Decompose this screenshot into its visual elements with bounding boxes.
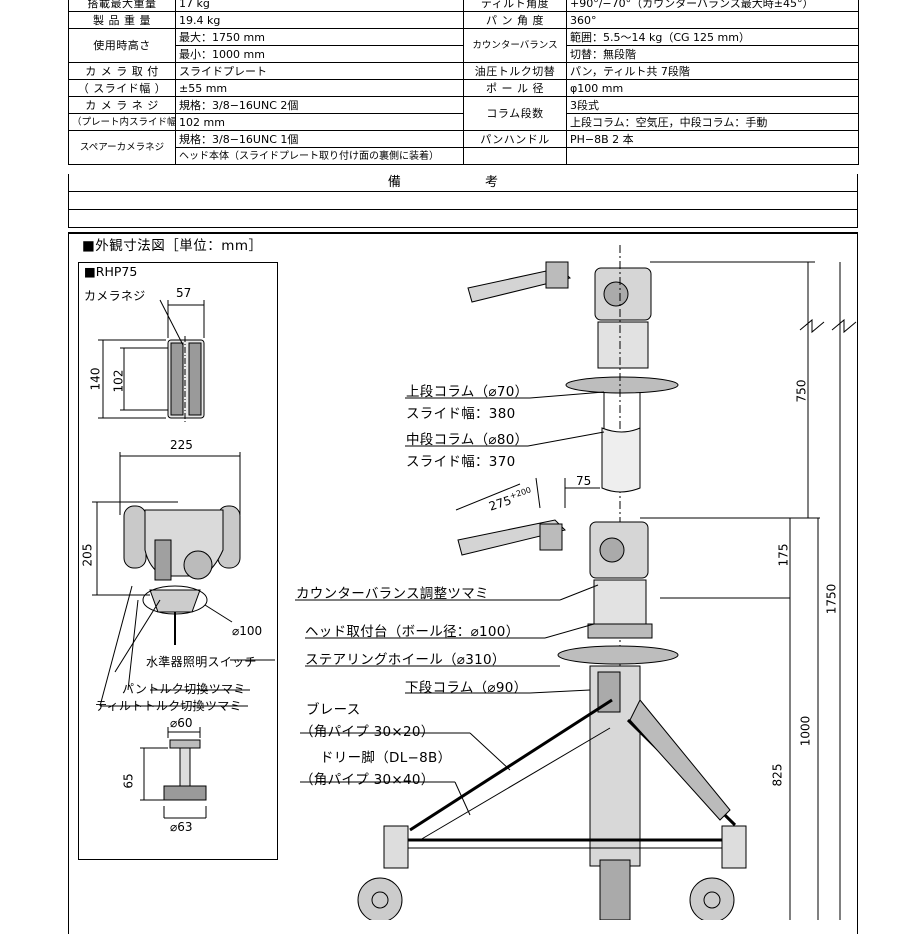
leader-lines: [100, 391, 605, 816]
spec-row: （プレート内スライド幅） 102 mm 上段コラム：空気圧，中段コラム：手動: [68, 113, 859, 131]
dim-75: 75: [576, 474, 592, 488]
camera-plate-top-view: [98, 299, 205, 422]
pedestal-drawing: [357, 245, 747, 920]
label-lower-column: 下段コラム（⌀90）: [405, 680, 528, 696]
section-title: ■外観寸法図［単位：mm］: [82, 238, 263, 254]
label-water-level-switch: 水準器照明スイッチ: [146, 655, 257, 669]
label-dolly-pipe: （角パイプ 30×40）: [300, 772, 435, 788]
spec-row: スペアーカメラネジ 規格：3/8−16UNC 1個 パンハンドル PH−8B 2…: [68, 130, 859, 165]
spec-label: 使用時高さ: [68, 28, 176, 63]
spare-screw-view: [140, 727, 207, 819]
remarks-box: 備 考: [68, 174, 858, 228]
dim-1750: 1750: [824, 583, 839, 615]
label-dolly-leg: ドリー脚（DL−8B）: [320, 750, 452, 766]
spec-value: 上段コラム：空気圧，中段コラム：手動: [566, 113, 859, 131]
label-camera-screw: カメラネジ: [84, 289, 146, 303]
spec-empty: [566, 147, 859, 165]
remarks-header: 備 考: [69, 174, 857, 192]
rhp75-title: ■RHP75: [84, 264, 138, 279]
label-mid-slide: スライド幅：370: [406, 454, 516, 470]
label-upper-column: 上段コラム（⌀70）: [406, 384, 529, 400]
dim-825: 825: [770, 763, 785, 787]
dim-dia-60: ⌀60: [170, 716, 193, 730]
spec-value: パン，ティルト共 7段階: [566, 62, 859, 80]
dim-205: 205: [80, 543, 95, 567]
spec-value: ヘッド本体（スライドプレート取り付け面の裏側に装着）: [175, 147, 464, 165]
dim-1000: 1000: [798, 715, 813, 747]
remarks-line: [69, 192, 857, 210]
spec-label: スペアーカメラネジ: [68, 130, 176, 165]
label-brace-pipe: （角パイプ 30×20）: [300, 724, 435, 740]
dim-175: 175: [776, 543, 791, 567]
spec-label: カウンターバランス: [463, 28, 567, 63]
spec-row: ヘッド本体（スライドプレート取り付け面の裏側に装着）: [69, 147, 859, 165]
pan-head-front-view: [92, 452, 241, 707]
spec-sheet: 搭載最大重量 17 kg ティルト角度 +90°/−70°（カウンターバランス最…: [68, 0, 859, 934]
spec-table: 搭載最大重量 17 kg ティルト角度 +90°/−70°（カウンターバランス最…: [68, 0, 859, 165]
spec-label: コラム段数: [463, 96, 567, 131]
spec-label: カ メ ラ 取 付: [68, 62, 176, 80]
label-head-mount: ヘッド取付台（ボール径：⌀100）: [305, 624, 520, 640]
spec-value: 規格：3/8−16UNC 1個: [175, 130, 464, 148]
dim-225: 225: [170, 438, 193, 452]
label-counterbalance-knob: カウンターバランス調整ツマミ: [296, 586, 489, 602]
dim-140: 140: [88, 367, 103, 391]
label-mid-column: 中段コラム（⌀80）: [406, 432, 529, 448]
dim-dia-63: ⌀63: [170, 820, 193, 834]
spec-label: （ スライド幅 ）: [68, 79, 176, 97]
dim-57: 57: [176, 286, 192, 300]
label-brace: ブレース: [306, 702, 361, 718]
dim-102: 102: [111, 369, 126, 393]
drawing-frame: [68, 232, 858, 934]
spec-value: 最小：1000 mm: [175, 45, 464, 63]
dim-ball-100: ⌀100: [232, 624, 263, 638]
dim-65: 65: [121, 773, 136, 789]
rhp75-box: [78, 262, 278, 860]
label-tilt-torque-knob: ティルトトルク切換ツマミ: [95, 699, 242, 713]
dim-750: 750: [794, 379, 809, 403]
label-upper-slide: スライド幅：380: [406, 406, 516, 422]
pedestal-dimension-lines: [455, 261, 857, 920]
label-steering-wheel: ステアリングホイール（⌀310）: [305, 652, 506, 668]
label-pan-torque-knob: パントルク切換ツマミ: [122, 682, 246, 696]
spec-row: 搭載最大重量 17 kg ティルト角度 +90°/−70°（カウンターバランス最…: [68, 0, 859, 12]
